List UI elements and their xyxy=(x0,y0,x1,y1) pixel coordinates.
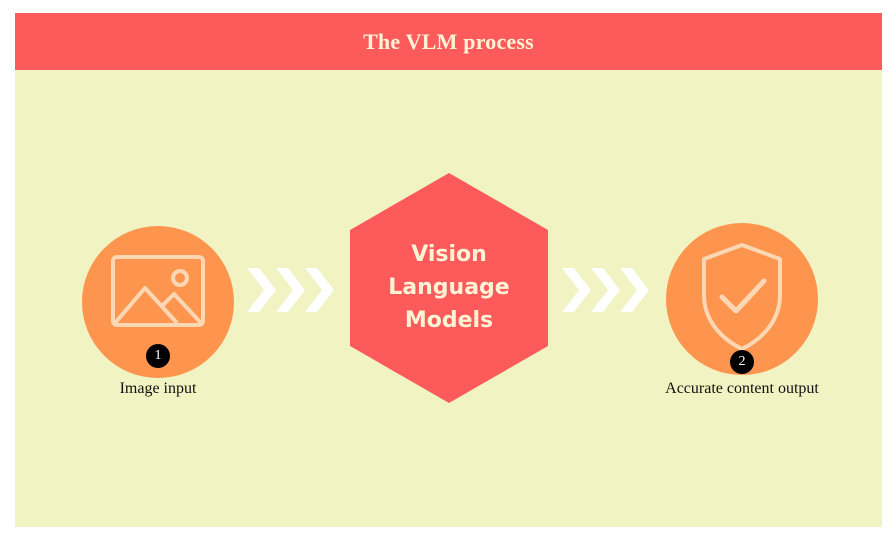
diagram-title: The VLM process xyxy=(363,28,534,54)
shield-check-icon xyxy=(702,243,782,351)
content-output-circle xyxy=(666,223,818,375)
vlm-label-line-3: Models xyxy=(404,308,494,333)
flow-arrows-left xyxy=(247,268,334,312)
chevron-icon xyxy=(276,268,305,312)
step-2-badge: 2 xyxy=(730,350,754,374)
flow-arrows-right xyxy=(562,268,649,312)
image-icon xyxy=(111,255,205,327)
chevron-icon xyxy=(591,268,620,312)
vlm-label: Vision Language Models xyxy=(350,238,548,337)
chevron-icon xyxy=(305,268,334,312)
step-2-label: Accurate content output xyxy=(665,380,819,397)
vlm-label-line-1: Vision xyxy=(411,242,487,267)
step-1-label: Image input xyxy=(119,380,197,397)
title-bar: The VLM process xyxy=(15,13,882,70)
chevron-icon xyxy=(247,268,276,312)
chevron-icon xyxy=(562,268,591,312)
diagram-panel: The VLM process 1 Image input Vision Lan… xyxy=(15,13,882,527)
vlm-label-line-2: Language xyxy=(388,275,510,300)
step-1-badge: 1 xyxy=(146,344,170,368)
vlm-hexagon xyxy=(350,173,548,403)
chevron-icon xyxy=(620,268,649,312)
